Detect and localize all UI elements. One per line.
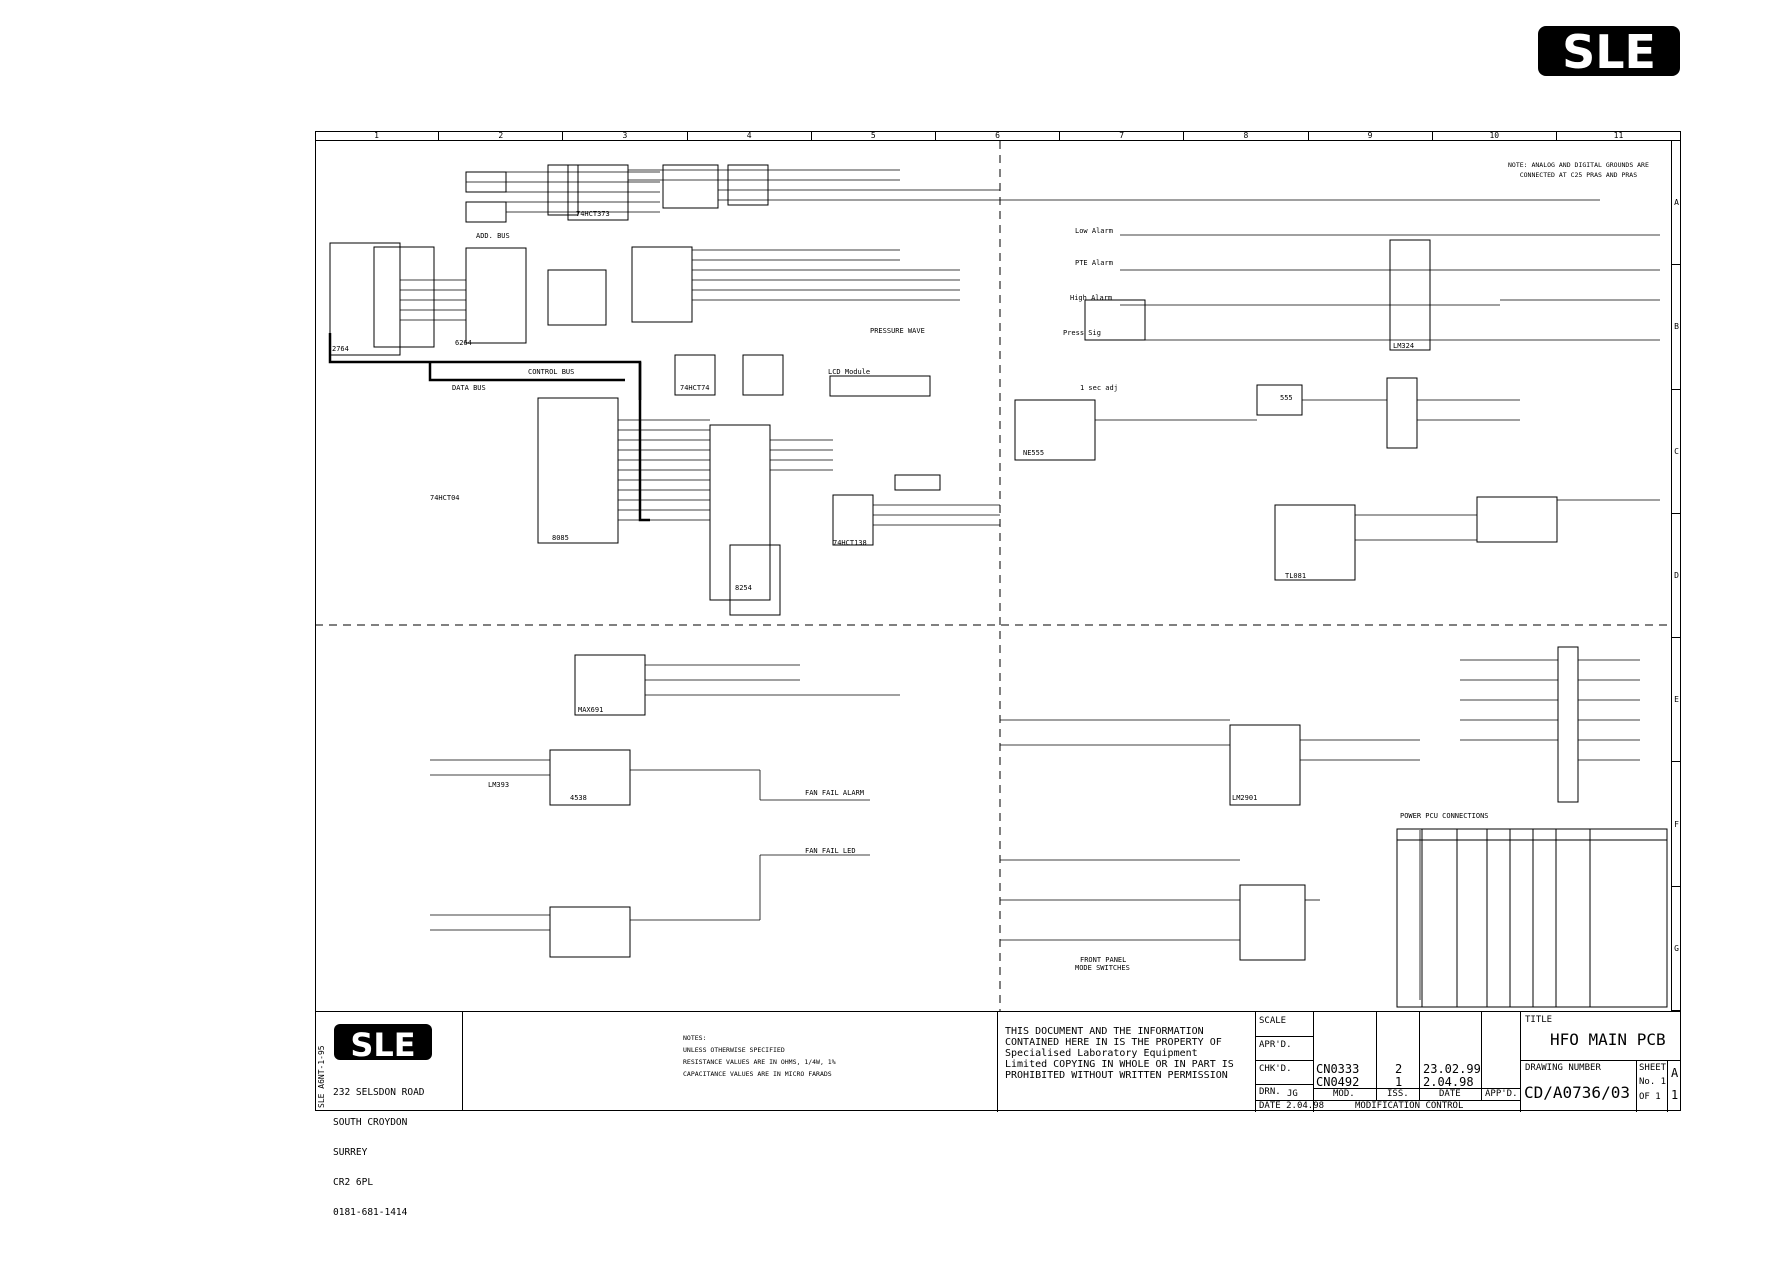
sheet-label: SHEET: [1639, 1063, 1667, 1073]
sle-logo-small: SLE: [334, 1024, 432, 1064]
revision-number: 1: [1671, 1088, 1679, 1102]
mod-row-1-mod: CN0333: [1316, 1062, 1360, 1076]
column-tick: 3: [563, 131, 688, 140]
drawing-number-label: DRAWING NUMBER: [1525, 1063, 1601, 1073]
company-address: 232 SELSDON ROAD SOUTH CROYDON SURREY CR…: [333, 1087, 425, 1218]
date-header: DATE: [1439, 1089, 1461, 1099]
checked-label: CHK'D.: [1259, 1064, 1292, 1074]
title-label: TITLE: [1525, 1015, 1553, 1025]
column-tick: 4: [688, 131, 812, 140]
column-tick: 6: [936, 131, 1061, 140]
drawn-by: JG: [1287, 1089, 1298, 1099]
row-tick: D: [1672, 514, 1681, 639]
mod-header: MOD.: [1333, 1089, 1355, 1099]
mod-row-2-mod: CN0492: [1316, 1075, 1360, 1089]
svg-text:SLE: SLE: [350, 1026, 415, 1064]
row-tick: E: [1672, 638, 1681, 763]
approved-label: APR'D.: [1259, 1040, 1292, 1050]
sheet-number: No. 1: [1639, 1077, 1667, 1087]
column-tick: 8: [1184, 131, 1309, 140]
property-notice: THIS DOCUMENT AND THE INFORMATION CONTAI…: [1005, 1026, 1234, 1081]
form-reference: SLE A6NT-1-95: [317, 1045, 326, 1108]
appd-header: APP'D.: [1485, 1089, 1518, 1099]
scale-label: SCALE: [1259, 1016, 1287, 1026]
mod-row-1-iss: 2: [1395, 1062, 1403, 1076]
ground-note: NOTE: ANALOG AND DIGITAL GROUNDS ARE CON…: [1508, 161, 1649, 179]
date-label: DATE 2.04.98: [1259, 1101, 1325, 1111]
modification-control-label: MODIFICATION CONTROL: [1355, 1101, 1464, 1111]
sle-logo: SLE: [1538, 25, 1680, 79]
revision-letter: A: [1671, 1066, 1679, 1080]
row-tick: B: [1672, 265, 1681, 390]
column-tick: 7: [1060, 131, 1185, 140]
mod-row-2-iss: 1: [1395, 1075, 1403, 1089]
row-tick: C: [1672, 390, 1681, 514]
company-cell: SLE 232 SELSDON ROAD SOUTH CROYDON SURRE…: [315, 1012, 463, 1218]
drawing-number: CD/A0736/03: [1524, 1083, 1630, 1102]
column-tick: 11: [1557, 131, 1682, 140]
row-tick: A: [1672, 141, 1681, 266]
drawing-frame: [315, 131, 1681, 1111]
row-tick: G: [1672, 887, 1681, 1011]
column-tick: 9: [1309, 131, 1433, 140]
mod-row-1-date: 23.02.99: [1423, 1062, 1481, 1076]
title-block: SLE 232 SELSDON ROAD SOUTH CROYDON SURRE…: [315, 1011, 1681, 1218]
svg-text:SLE: SLE: [1562, 25, 1656, 79]
row-tick: F: [1672, 762, 1681, 887]
column-tick: 1: [315, 131, 440, 140]
column-tick: 10: [1433, 131, 1557, 140]
drawing-notes: NOTES: UNLESS OTHERWISE SPECIFIED RESIST…: [683, 1034, 836, 1078]
column-tick: 2: [439, 131, 564, 140]
sheet-of: OF 1: [1639, 1092, 1661, 1102]
drawing-title: HFO MAIN PCB: [1550, 1030, 1666, 1049]
column-tick: 5: [812, 131, 936, 140]
mod-row-2-date: 2.04.98: [1423, 1075, 1474, 1089]
iss-header: ISS.: [1387, 1089, 1409, 1099]
drawn-label: DRN.: [1259, 1087, 1281, 1097]
